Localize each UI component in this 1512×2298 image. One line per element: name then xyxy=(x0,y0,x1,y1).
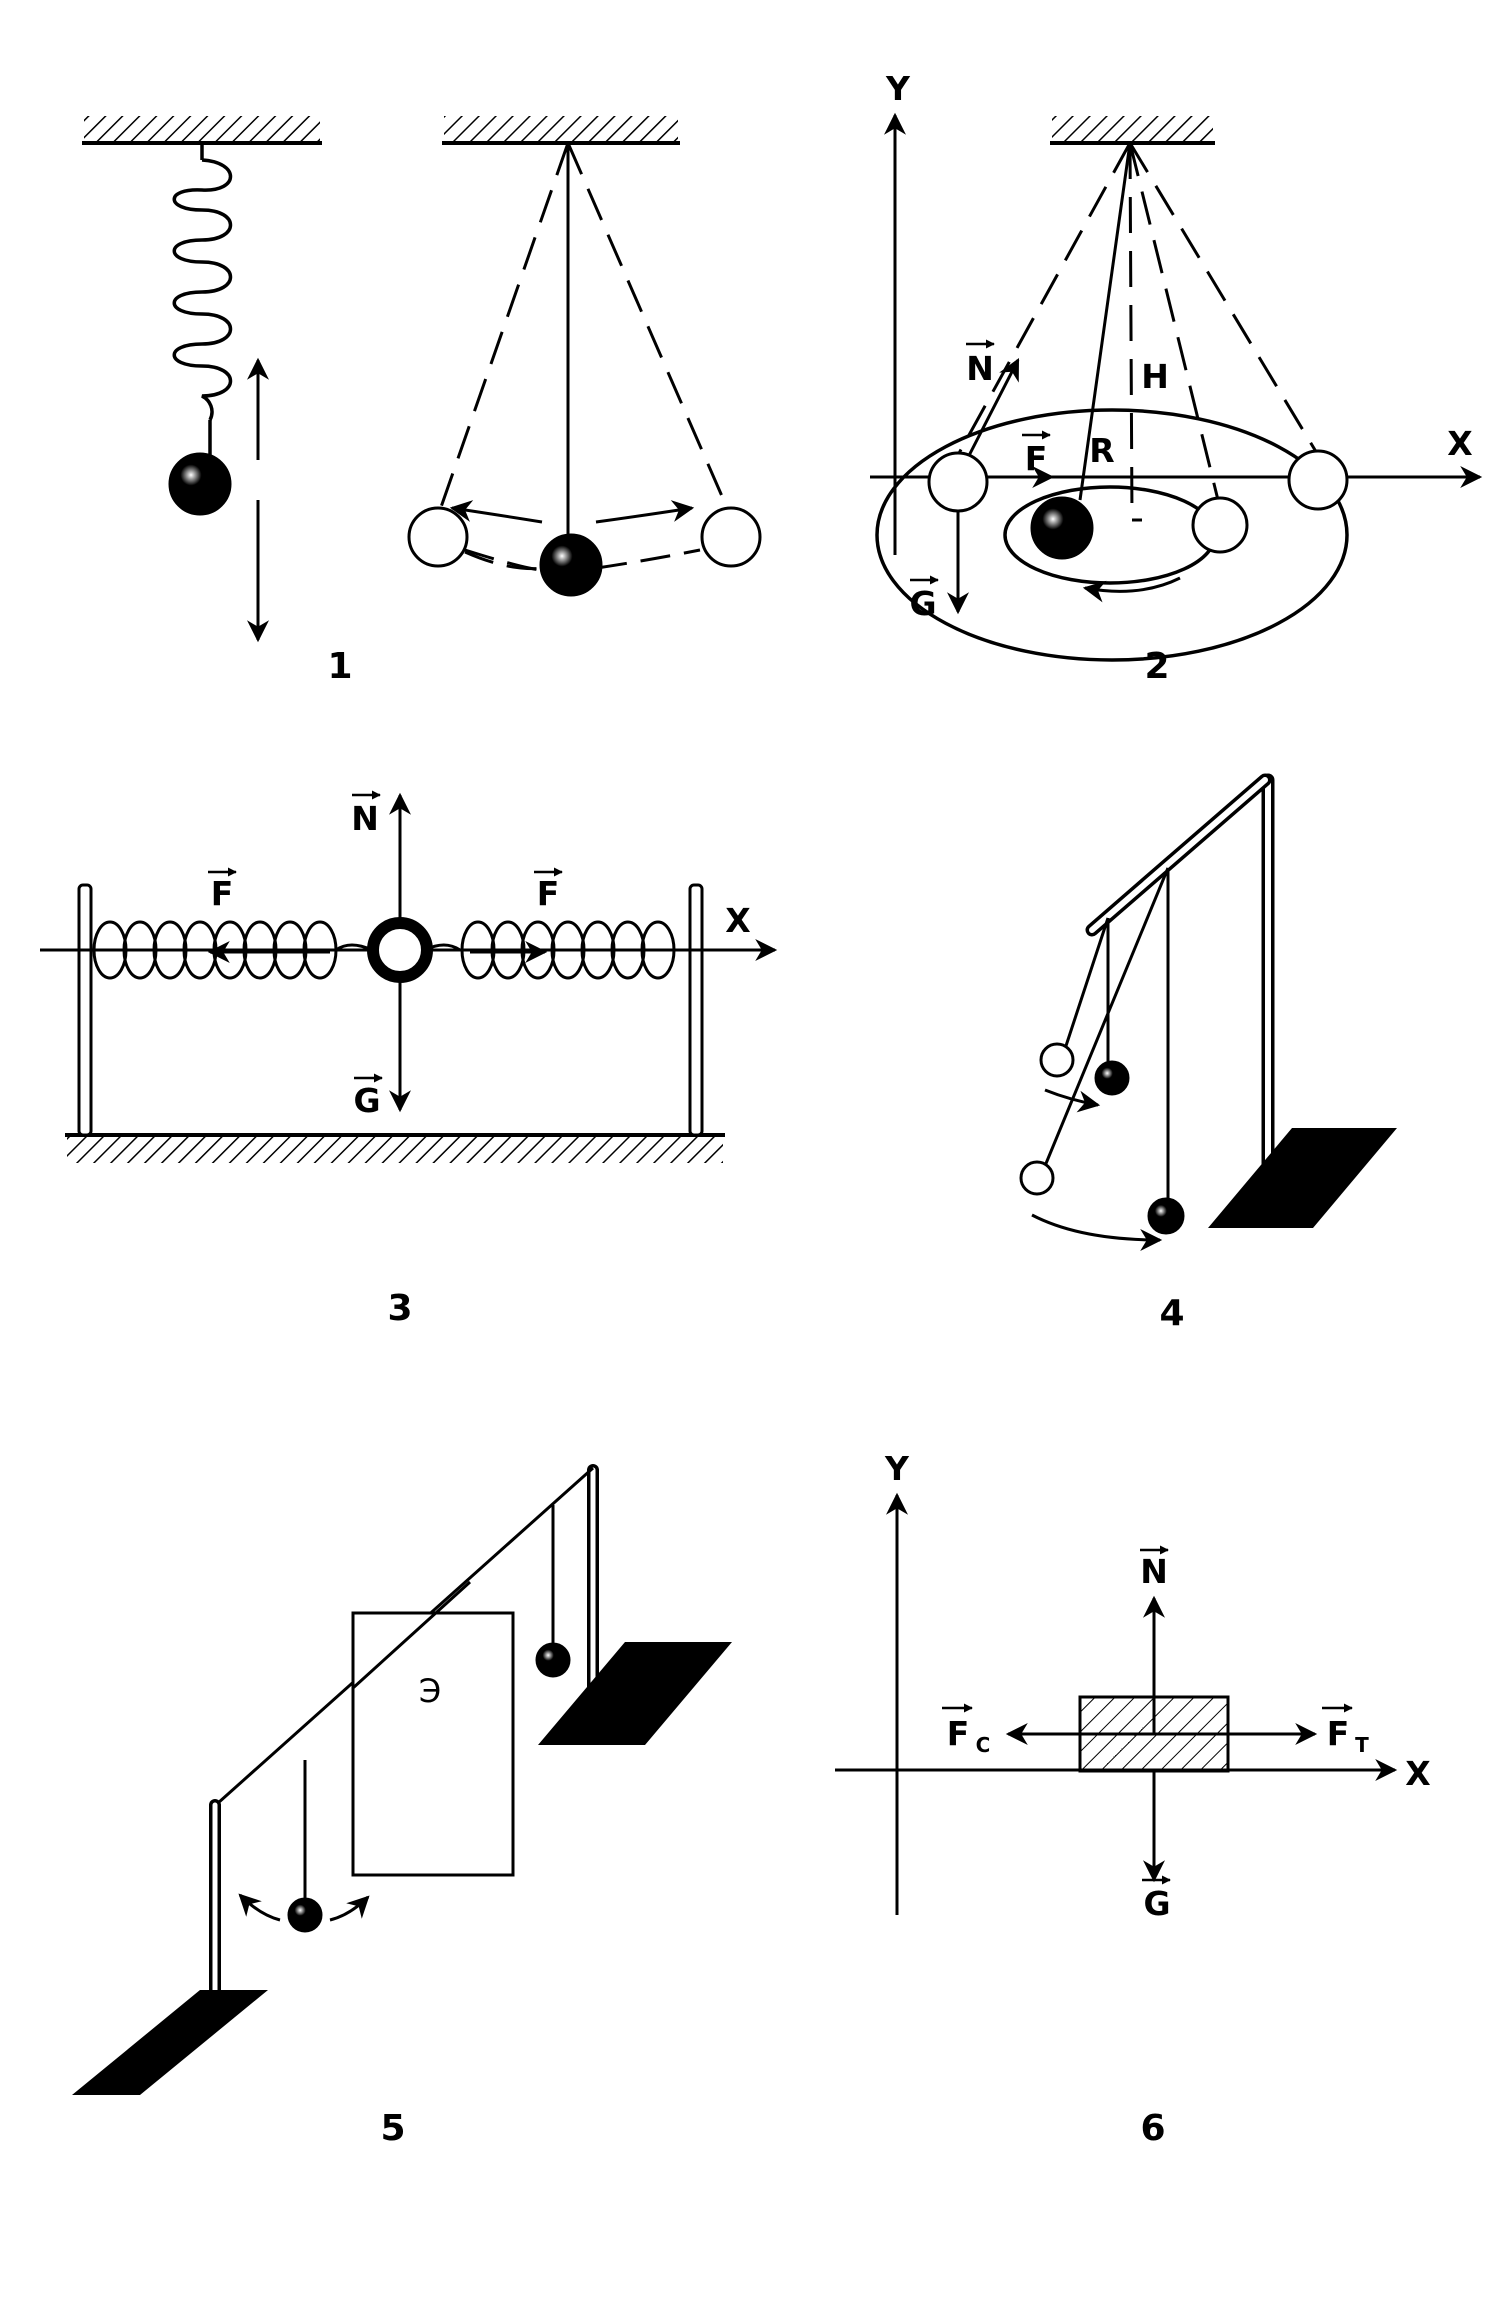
orbit-outer xyxy=(875,408,1349,662)
conical-ball-dark xyxy=(1030,496,1094,560)
vector-f-left-label: F xyxy=(211,874,234,913)
y-axis: Y xyxy=(884,69,911,555)
conical-ball-left xyxy=(927,451,989,513)
screen-panel xyxy=(351,1611,515,1877)
conical-ball-right xyxy=(1287,449,1349,511)
pendulum-long-ball xyxy=(1147,1197,1185,1235)
vector-ft-label: F xyxy=(1327,1714,1350,1753)
ceiling-conical xyxy=(1050,116,1215,145)
vector-n: N xyxy=(351,790,411,920)
pendulum-right-ball xyxy=(535,1642,571,1678)
pendulum-ball-center xyxy=(539,533,603,597)
stand-left xyxy=(72,1799,268,2095)
radius-label: R xyxy=(1089,431,1114,470)
figure-5: Э 5 xyxy=(72,1464,732,2149)
y-axis-label: Y xyxy=(884,1449,910,1488)
pendulum-threads xyxy=(1038,867,1170,1210)
mass-ball xyxy=(168,452,232,516)
vector-n-label: N xyxy=(1140,1552,1168,1591)
vector-fc: F C xyxy=(942,1703,1154,1757)
x-axis-label: X xyxy=(1447,424,1472,463)
ring-mass xyxy=(367,917,433,983)
rotation-arrow xyxy=(1082,576,1181,603)
swing-arrow-small xyxy=(1044,1088,1101,1113)
conical-ball-inner xyxy=(1191,496,1249,554)
vector-f-right: F xyxy=(470,867,563,963)
figure-6: Y X N G F C F T 6 xyxy=(835,1449,1431,2149)
vector-fc-subscript: C xyxy=(976,1733,991,1757)
post-right xyxy=(688,883,704,1137)
figure-1: 1 xyxy=(82,116,762,687)
stand-right xyxy=(538,1464,732,1745)
y-axis-label: Y xyxy=(885,69,911,108)
figure-number: 1 xyxy=(327,646,352,687)
x-axis-label: X xyxy=(1405,1754,1430,1793)
figure-4: 4 xyxy=(1019,773,1397,1334)
vector-g-label: G xyxy=(909,584,936,623)
swing-arrow-left xyxy=(238,1893,281,1922)
vector-ft-subscript: T xyxy=(1355,1733,1369,1757)
pendulum-long-ghost xyxy=(1019,1160,1055,1196)
vector-f-label: F xyxy=(1025,439,1048,478)
vector-n-label: N xyxy=(966,349,994,388)
swing-arrow xyxy=(449,500,695,524)
figure-number: 3 xyxy=(387,1288,412,1329)
swing-arrow-long xyxy=(1031,1213,1163,1251)
vector-n: N xyxy=(1140,1545,1169,1734)
swing-arrow-right xyxy=(329,1895,370,1922)
vector-f-left: F xyxy=(207,867,330,963)
figure-number: 2 xyxy=(1144,646,1169,687)
pendulum-ball-left xyxy=(407,506,469,568)
vector-g: G xyxy=(353,980,411,1120)
vector-g: G xyxy=(909,500,969,623)
pendulum-small-ball xyxy=(1094,1060,1130,1096)
figure-number: 6 xyxy=(1140,2108,1165,2149)
figure-number: 4 xyxy=(1159,1293,1184,1334)
pendulum-left-ball xyxy=(287,1897,323,1933)
stand-left-base xyxy=(72,1990,268,2095)
coupling-wire-front xyxy=(351,1580,472,1690)
pendulum-ball-right xyxy=(700,506,762,568)
vector-n-label: N xyxy=(351,799,379,838)
stand-right-base xyxy=(538,1642,732,1745)
vector-ft: F T xyxy=(1154,1703,1369,1757)
ceiling-pendulum xyxy=(442,116,680,145)
figure-2: Y X R H N F xyxy=(870,69,1483,687)
vector-fc-label: F xyxy=(947,1714,970,1753)
vector-g-label: G xyxy=(1143,1884,1170,1923)
vector-f-right-label: F xyxy=(537,874,560,913)
stand-base xyxy=(1208,1128,1397,1228)
pendulum-strings xyxy=(438,142,730,572)
ground xyxy=(65,1133,725,1163)
x-axis-label: X xyxy=(725,901,750,940)
figure-number: 5 xyxy=(380,2108,405,2149)
vector-g: G xyxy=(1142,1770,1171,1923)
figure-3: X N G F F 3 xyxy=(40,790,778,1329)
spring xyxy=(172,143,233,455)
pendulum-small-ghost xyxy=(1039,1042,1075,1078)
stand xyxy=(1085,773,1397,1228)
screen-label: Э xyxy=(419,1672,441,1710)
vector-g-label: G xyxy=(353,1081,380,1120)
ceiling-spring xyxy=(82,116,322,145)
conical-strings xyxy=(956,142,1320,522)
height-label: H xyxy=(1141,357,1169,396)
y-axis: Y xyxy=(884,1449,910,1915)
post-left xyxy=(77,883,93,1137)
